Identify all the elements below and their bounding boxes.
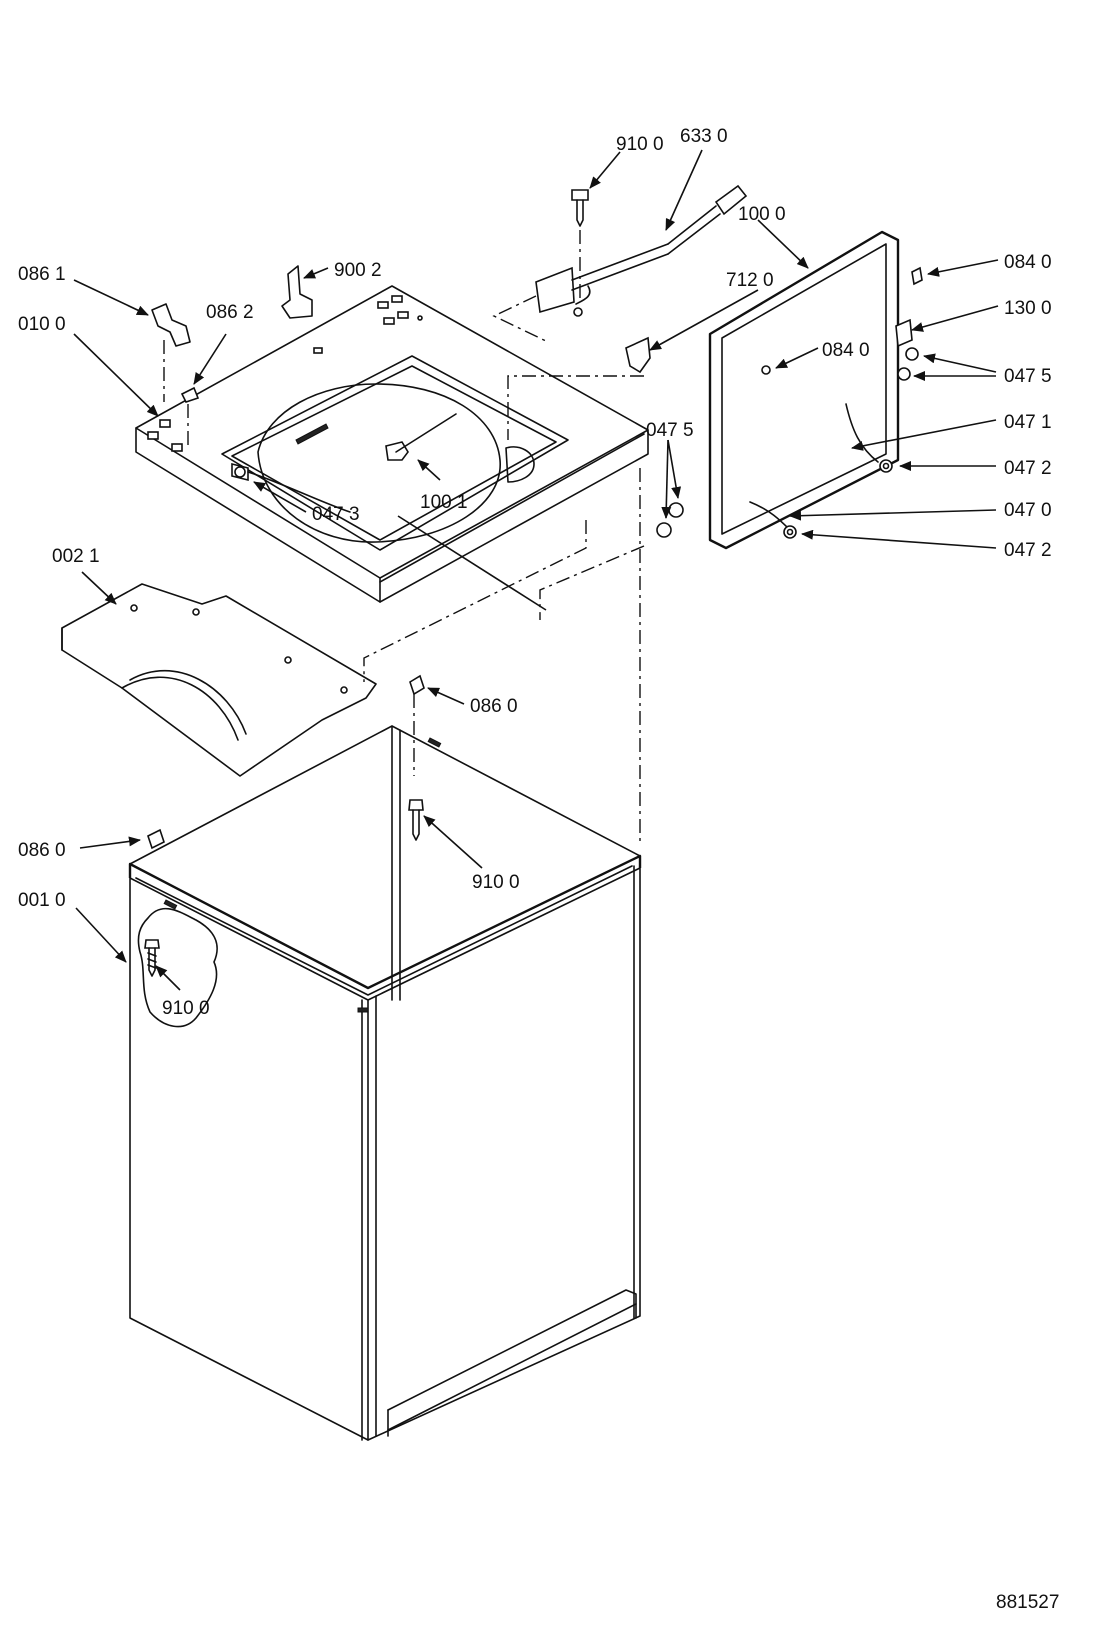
label-900-2: 900 2: [334, 260, 382, 281]
label-910-0-cabinet: 910 0: [162, 998, 210, 1019]
label-084-0-inner: 084 0: [822, 340, 870, 361]
wire-harness: [535, 184, 748, 317]
small-hardware: [147, 265, 425, 850]
part-number-labels: 086 1 010 0 086 2 900 2 910 0 633 0 100 …: [18, 126, 1059, 1613]
label-047-0: 047 0: [1004, 500, 1052, 521]
label-084-0-right: 084 0: [1004, 252, 1052, 273]
label-010-0: 010 0: [18, 314, 66, 335]
cabinet: [128, 725, 642, 1441]
label-910-0-mid: 910 0: [472, 872, 520, 893]
label-047-5-right: 047 5: [1004, 366, 1052, 387]
label-086-2: 086 2: [206, 302, 254, 323]
washer-top: [135, 285, 649, 603]
lid-frame: [656, 230, 923, 550]
label-633-0: 633 0: [680, 126, 728, 147]
label-047-5-left: 047 5: [646, 420, 694, 441]
bracket-002-1: [61, 583, 377, 777]
label-086-0-left: 086 0: [18, 840, 66, 861]
label-002-1: 002 1: [52, 546, 100, 567]
label-001-0: 001 0: [18, 890, 66, 911]
label-047-2-lower: 047 2: [1004, 540, 1052, 561]
cam-712: [625, 336, 651, 374]
label-047-1: 047 1: [1004, 412, 1052, 433]
label-086-1: 086 1: [18, 264, 66, 285]
label-712-0: 712 0: [726, 270, 774, 291]
label-047-2-upper: 047 2: [1004, 458, 1052, 479]
drawing-number: 881527: [996, 1592, 1059, 1613]
label-130-0: 130 0: [1004, 298, 1052, 319]
assembly-centerlines: [163, 230, 645, 846]
label-100-1: 100 1: [420, 492, 468, 513]
label-047-3: 047 3: [312, 504, 360, 525]
label-086-0-mid: 086 0: [470, 696, 518, 717]
label-100-0: 100 0: [738, 204, 786, 225]
label-910-0-top: 910 0: [616, 134, 664, 155]
leader-lines: [73, 149, 999, 991]
